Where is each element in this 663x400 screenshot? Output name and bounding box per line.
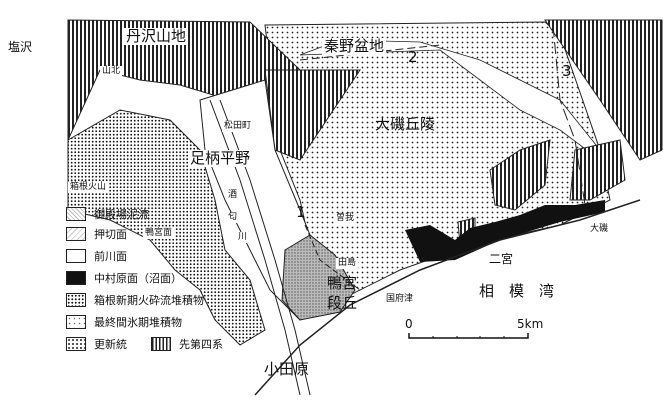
label-sakawa-2: 匂 <box>226 212 240 223</box>
fault-1 <box>304 224 361 291</box>
legend-label: 御殿場泥流 <box>94 208 149 221</box>
fault-number-3: 3 <box>562 62 572 80</box>
label-hakone: 箱根火山 <box>68 182 109 193</box>
label-tajima: 田島 <box>336 258 359 269</box>
legend-item-pre-quaternary: 先第四系 <box>151 336 223 352</box>
legend-label: 前川面 <box>94 250 127 263</box>
legend-label: 中村原面（沼面） <box>94 272 182 285</box>
legend-label: 最終間氷期堆積物 <box>94 316 182 329</box>
label-matsudamachi: 松田町 <box>222 121 254 132</box>
legend-item-nakamurahara: 中村原面（沼面） <box>66 270 182 286</box>
legend-label: 先第四系 <box>179 338 223 351</box>
legend-swatch <box>66 249 86 263</box>
legend-swatch <box>66 337 86 351</box>
fault-number-2: 2 <box>408 48 418 66</box>
pre-quaternary-east <box>544 19 663 161</box>
label-kamonomiya-terrace-1: 鴨宮 <box>327 274 358 292</box>
legend-item-hakone-pyroclastic: 箱根新期火砕流堆積物 <box>66 292 204 308</box>
label-ashigara: 足柄平野 <box>188 149 253 167</box>
label-kamonomiya-surface: 鴨宮面 <box>143 228 175 239</box>
pre-quaternary-oiso-1 <box>489 139 551 211</box>
legend-swatch <box>151 337 171 351</box>
label-hadano: 秦野盆地 <box>322 37 387 55</box>
legend-swatch <box>66 227 86 241</box>
label-shiozawa: 塩沢 <box>8 40 33 54</box>
fault-number-1: 1 <box>296 203 306 221</box>
legend-label: 押切面 <box>94 228 127 241</box>
legend-item-gotemba: 御殿場泥流 <box>66 206 149 222</box>
scale-bar <box>408 333 529 339</box>
label-oiso: 大磯 <box>590 224 609 234</box>
legend-label: 更新統 <box>94 338 127 351</box>
fault-3 <box>552 24 586 206</box>
coastline <box>254 199 641 396</box>
label-kozu: 国府津 <box>386 294 414 304</box>
legend-item-maekawa: 前川面 <box>66 248 127 264</box>
label-kamonomiya-terrace-2: 段丘 <box>327 294 358 312</box>
pre-quaternary-oiso-2 <box>569 139 626 201</box>
label-odawara: 小田原 <box>264 360 310 378</box>
legend-swatch <box>66 271 86 285</box>
kamonomiya-terrace <box>281 234 356 321</box>
legend-label: 箱根新期火砕流堆積物 <box>94 294 204 307</box>
label-oiso-hills: 大磯丘陵 <box>375 115 436 133</box>
nakamurahara-surface <box>405 200 605 262</box>
legend-item-pleistocene: 更新統 <box>66 336 127 352</box>
scale-end: 5km <box>517 317 544 331</box>
label-sakawa-3: 川 <box>236 232 250 243</box>
legend-item-oshikiri: 押切面 <box>66 226 127 242</box>
legend-swatch <box>66 293 86 307</box>
label-yamakita: 山北 <box>100 66 123 77</box>
label-ninomiya: 二宮 <box>489 252 514 266</box>
label-tanzawa: 丹沢山地 <box>124 27 189 45</box>
hakone-pyroclastic <box>67 109 266 346</box>
label-sakawa-1: 酒 <box>226 190 240 201</box>
legend-swatch <box>66 207 86 221</box>
label-sagami-bay: 相 模 湾 <box>479 282 555 300</box>
scale-start: 0 <box>405 317 413 331</box>
legend-swatch <box>66 315 86 329</box>
legend-item-last-interglacial: 最終間氷期堆積物 <box>66 314 182 330</box>
label-soga: 曽我 <box>334 213 357 224</box>
